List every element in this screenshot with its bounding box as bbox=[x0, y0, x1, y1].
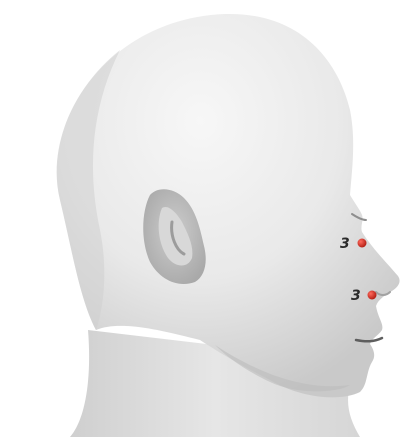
upper-point-dot bbox=[358, 239, 367, 248]
point-label-lower: 3 bbox=[351, 288, 361, 304]
lower-point-dot bbox=[368, 291, 377, 300]
point-label-upper: 3 bbox=[340, 236, 350, 252]
